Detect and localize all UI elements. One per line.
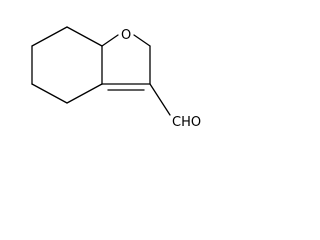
chemical-structure: O CHO xyxy=(31,26,201,130)
bond-c4-c3a xyxy=(66,83,103,104)
bond-o1-c2 xyxy=(133,34,151,47)
bond-c7a-c7 xyxy=(66,26,103,47)
aldehyde-group-label: CHO xyxy=(172,115,201,130)
bond-c7a-o1 xyxy=(101,34,119,47)
bond-c5-c4 xyxy=(31,83,68,104)
oxygen-atom-label: O xyxy=(121,28,131,43)
cyclohexane-ring xyxy=(31,26,103,104)
furan-ring xyxy=(101,34,151,91)
bond-c3-cho xyxy=(149,83,171,116)
bond-c7-c6 xyxy=(31,26,68,47)
